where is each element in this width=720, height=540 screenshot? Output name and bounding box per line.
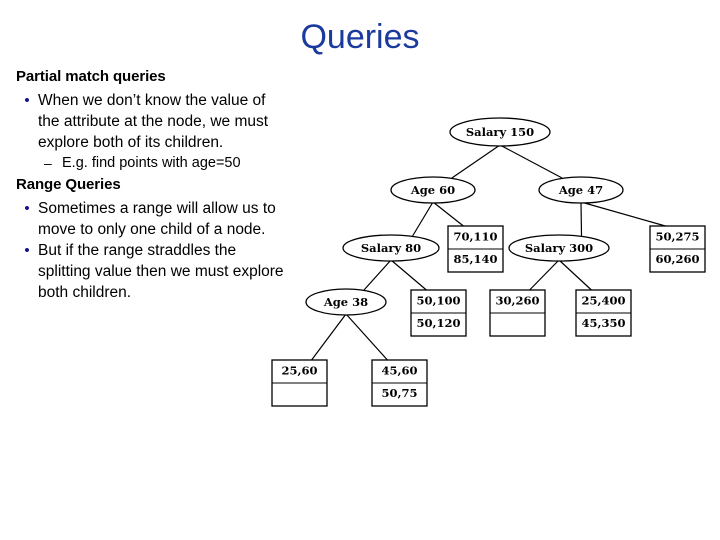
tree-edge [499,144,563,179]
tree-leaf-box: 50,275 60,260 [649,225,706,273]
leaf-value: 85,140 [453,252,497,266]
tree-leaf-box: 30,260 [489,289,546,337]
list-item: • But if the range straddles the splitti… [16,240,284,303]
leaf-value: 45,350 [581,316,625,330]
tree-edge [580,201,583,237]
leaf-value: 60,260 [655,252,699,266]
leaf-value: 45,60 [381,364,417,378]
body-text-column: Partial match queries • When we don’t kn… [16,66,284,303]
tree-leaf-box: 25,60 [271,359,328,407]
node-label: Age 38 [323,295,368,309]
leaf-value: 50,275 [655,230,699,244]
tree-leaf-box: 25,400 45,350 [575,289,632,337]
node-ellipse [305,288,387,316]
tree-leaf-box: 50,100 50,120 [410,289,467,337]
dash-marker-icon: – [44,155,52,171]
tree-node: Salary 80 [342,234,440,262]
list-item: • When we don’t know the value of the at… [16,90,284,153]
leaf-value: 70,110 [453,230,497,244]
leaf-value: 50,75 [381,386,417,400]
node-ellipse [390,176,476,204]
tree-edge [390,259,427,291]
bullet-marker-icon: • [24,200,30,217]
tree-edge [363,259,392,291]
node-label: Age 60 [410,183,455,197]
tree-edge [529,259,560,291]
tree-node: Age 38 [305,288,387,316]
node-label: Salary 300 [525,241,593,255]
tree-node: Salary 300 [508,234,610,262]
tree-leaf-layer: 70,110 85,140 50,275 60,260 50,100 50,120 30,2… [271,225,706,407]
leaf-value: 50,100 [416,294,460,308]
section-heading-range-queries: Range Queries [16,176,121,193]
node-ellipse [342,234,440,262]
sub-list-item-text: E.g. find points with age=50 [62,155,241,171]
tree-edge [558,259,592,291]
tree-edge [412,201,434,237]
tree-leaf-box: 45,60 50,75 [371,359,428,407]
tree-edge [451,144,501,179]
leaf-value: 25,60 [281,364,317,378]
bullet-marker-icon: • [24,242,30,259]
section-heading-partial-match: Partial match queries [16,68,166,85]
tree-edge [311,313,347,361]
bullet-marker-icon: • [24,92,30,109]
node-label: Salary 80 [361,241,421,255]
list-item: • Sometimes a range will allow us to mov… [16,198,284,240]
node-ellipse [508,234,610,262]
list-item-text: When we don’t know the value of the attr… [38,92,269,151]
sub-list-item: – E.g. find points with age=50 [44,153,284,174]
leaf-value: 25,400 [581,294,625,308]
tree-edge [580,201,666,227]
node-label: Age 47 [558,183,603,197]
tree-node: Age 47 [538,176,624,204]
node-label: Salary 150 [466,125,534,139]
leaf-value: 30,260 [495,294,539,308]
tree-leaf-box: 70,110 85,140 [447,225,504,273]
list-item-text: Sometimes a range will allow us to move … [38,200,276,238]
list-item-text: But if the range straddles the splitting… [38,242,284,301]
node-ellipse [538,176,624,204]
tree-edge [432,201,464,227]
tree-edge-layer [311,144,666,361]
node-ellipse [449,117,551,147]
tree-node: Age 60 [390,176,476,204]
tree-node: Salary 150 [449,117,551,147]
tree-edge [345,313,388,361]
leaf-value: 50,120 [416,316,460,330]
page-title: Queries [300,18,420,56]
